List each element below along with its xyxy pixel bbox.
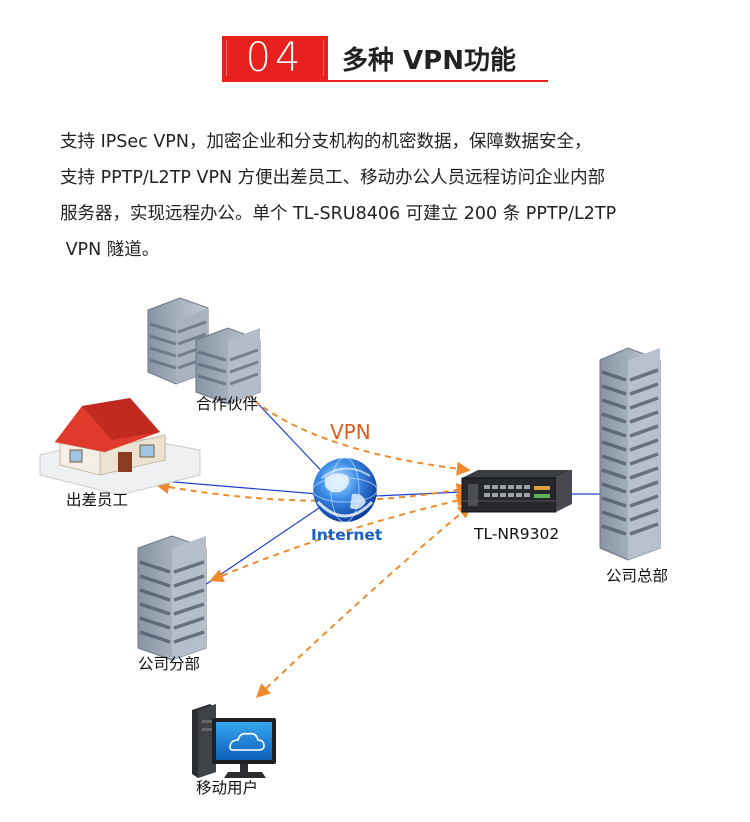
computer-icon <box>192 704 276 778</box>
section-header: 04 多种 VPN功能 <box>222 32 548 82</box>
internet-label: Internet <box>311 526 383 544</box>
mobile-user-label: 移动用户 <box>196 779 259 797</box>
vpn-partner <box>236 383 471 476</box>
diagram-canvas <box>39 297 661 778</box>
hq-tower-icon <box>599 347 661 561</box>
intro-line: 支持 IPSec VPN，加密企业和分支机构的机密数据，保障数据安全， <box>60 132 592 152</box>
section-number: 04 <box>222 35 328 81</box>
router-icon <box>461 470 572 513</box>
partner-buildings-icon <box>147 297 261 405</box>
link-internet-router <box>374 491 463 497</box>
internet-globe-icon <box>312 457 378 523</box>
intro-paragraph: 支持 IPSec VPN，加密企业和分支机构的机密数据，保障数据安全， 支持 P… <box>60 124 708 268</box>
vpn-mobile <box>255 504 473 698</box>
link-travel-internet <box>149 479 319 495</box>
vpn-label: VPN <box>330 420 371 444</box>
hq-label: 公司总部 <box>606 567 669 585</box>
branch-building-icon <box>137 535 207 661</box>
link-branch-internet <box>204 505 323 586</box>
vpn-travel <box>155 480 471 502</box>
travel-employee-label: 出差员工 <box>66 491 129 509</box>
partner-label: 合作伙伴 <box>196 395 259 413</box>
house-icon <box>39 398 201 496</box>
intro-line: 支持 PPTP/L2TP VPN 方便出差员工、移动办公人员远程访问企业内部 <box>60 168 606 188</box>
header-underline <box>222 80 548 82</box>
intro-line: VPN 隧道。 <box>60 240 160 260</box>
section-title: 多种 VPN功能 <box>342 46 516 76</box>
router-label: TL-NR9302 <box>474 525 560 543</box>
vpn-network-diagram: 合作伙伴 VPN 出差员工 Internet TL-NR9302 公司总部 公司… <box>0 280 750 822</box>
branch-label: 公司分部 <box>138 655 201 673</box>
intro-line: 服务器，实现远程办公。单个 TL-SRU8406 可建立 200 条 PPTP/… <box>60 204 617 224</box>
